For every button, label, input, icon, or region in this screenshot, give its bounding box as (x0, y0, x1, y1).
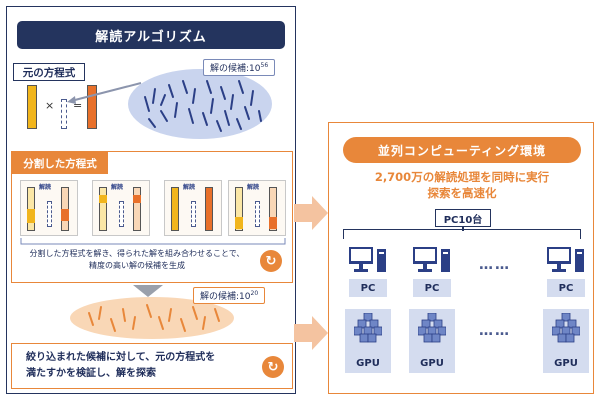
candidates-original-label: 解の候補:1056 (203, 59, 276, 76)
equation-term-dashed (61, 99, 67, 129)
candidates-original-text: 解の候補:10 (210, 64, 261, 74)
candidates-reduced-text: 解の候補:10 (200, 292, 251, 302)
gpu-cube-icon (418, 313, 446, 343)
split-equation-3: 解読 (164, 180, 222, 236)
arrow-right-icon (294, 316, 328, 350)
ellipsis-gpu: …… (479, 323, 511, 339)
pc-label: PC (349, 279, 387, 297)
mini-term-dashed (255, 201, 260, 227)
ellipsis-pc: …… (479, 257, 511, 273)
split-equation-1: 解読 (20, 180, 78, 236)
split-equation-2: 解読 (92, 180, 150, 236)
equals-symbol: = (73, 99, 83, 112)
mini-term-dashed (47, 201, 52, 227)
mini-term-orange (133, 187, 141, 231)
decode-label: 解読 (39, 184, 52, 191)
mini-term-yellow (235, 187, 243, 231)
arrow-down-icon (133, 285, 163, 297)
pc-group-bracket (343, 229, 581, 239)
decode-label: 解読 (111, 184, 124, 191)
panel-title: 解読アルゴリズム (17, 21, 285, 49)
monitor-icon (413, 247, 450, 272)
gpu-label: GPU (356, 358, 380, 369)
split-description-line2: 精度の高い解の候補を生成 (89, 261, 185, 270)
mini-term-yellow-fill (235, 217, 243, 229)
candidates-reduced-exponent: 20 (250, 290, 259, 297)
cycle-icon: ↻ (262, 356, 284, 378)
parallel-computing-panel: 並列コンピューティング環境 2,700万の解読処理を同時に実行 探索を高速化 P… (328, 122, 594, 394)
mini-term-yellow (171, 187, 179, 231)
decode-label: 解読 (247, 184, 260, 191)
split-description-line1: 分割した方程式を解き、得られた解を組み合わせることで、 (29, 249, 245, 258)
cycle-icon: ↻ (260, 250, 282, 272)
arrow-left-icon (67, 82, 142, 104)
monitor-icon (349, 247, 386, 272)
equation-term-yellow (27, 85, 37, 129)
candidate-cloud-small (70, 297, 234, 339)
original-equation-label: 元の方程式 (13, 63, 85, 81)
times-symbol: × (45, 99, 55, 112)
mini-term-yellow (99, 187, 107, 231)
arrow-right-icon (294, 196, 328, 230)
gpu-card: GPU (345, 309, 391, 373)
gpu-label: GPU (420, 358, 444, 369)
bracket-under-minis (20, 238, 286, 245)
speed-line1: 2,700万の解読処理を同時に実行 (374, 170, 550, 184)
gpu-cube-icon (354, 313, 382, 343)
equation-term-orange (87, 85, 97, 129)
speed-description: 2,700万の解読処理を同時に実行 探索を高速化 (339, 169, 585, 201)
decode-label: 解読 (183, 184, 196, 191)
gpu-card: GPU (543, 309, 589, 373)
mini-term-orange (269, 187, 277, 231)
mini-term-dashed (191, 201, 196, 227)
speed-line2: 探索を高速化 (427, 186, 497, 200)
split-description: 分割した方程式を解き、得られた解を組み合わせることで、 精度の高い解の候補を生成 (22, 248, 252, 272)
gpu-card: GPU (409, 309, 455, 373)
pc-label: PC (413, 279, 451, 297)
split-equation-4: 解読 (228, 180, 286, 236)
mini-term-orange-fill (133, 195, 141, 203)
mini-term-orange-fill (269, 217, 277, 229)
gpu-label: GPU (554, 358, 578, 369)
verification-line1: 絞り込まれた候補に対して、元の方程式を (26, 352, 216, 363)
mini-term-orange-fill (61, 209, 69, 221)
verification-line2: 満たすかを検証し、解を探索 (26, 368, 156, 379)
verification-box: 絞り込まれた候補に対して、元の方程式を 満たすかを検証し、解を探索 ↻ (11, 343, 293, 389)
mini-term-yellow-fill (27, 209, 35, 223)
split-equations-box: 分割した方程式 解読 解読 解読 解読 (11, 151, 293, 283)
gpu-cube-icon (552, 313, 580, 343)
mini-term-orange (205, 187, 213, 231)
pc-label: PC (547, 279, 585, 297)
candidate-cloud-large (128, 69, 272, 139)
candidates-reduced-label: 解の候補:1020 (193, 287, 266, 304)
candidates-original-exponent: 56 (260, 62, 269, 69)
panel-title: 並列コンピューティング環境 (343, 137, 581, 163)
monitor-icon (547, 247, 584, 272)
verification-text: 絞り込まれた候補に対して、元の方程式を 満たすかを検証し、解を探索 (26, 350, 246, 382)
mini-term-dashed (119, 201, 124, 227)
split-equations-label: 分割した方程式 (12, 152, 108, 174)
decryption-algorithm-panel: 解読アルゴリズム 元の方程式 × = 解の候補:1056 分割した方程式 (6, 6, 296, 394)
pc-count-label: PC10台 (435, 209, 491, 227)
mini-term-yellow-fill (99, 195, 107, 203)
